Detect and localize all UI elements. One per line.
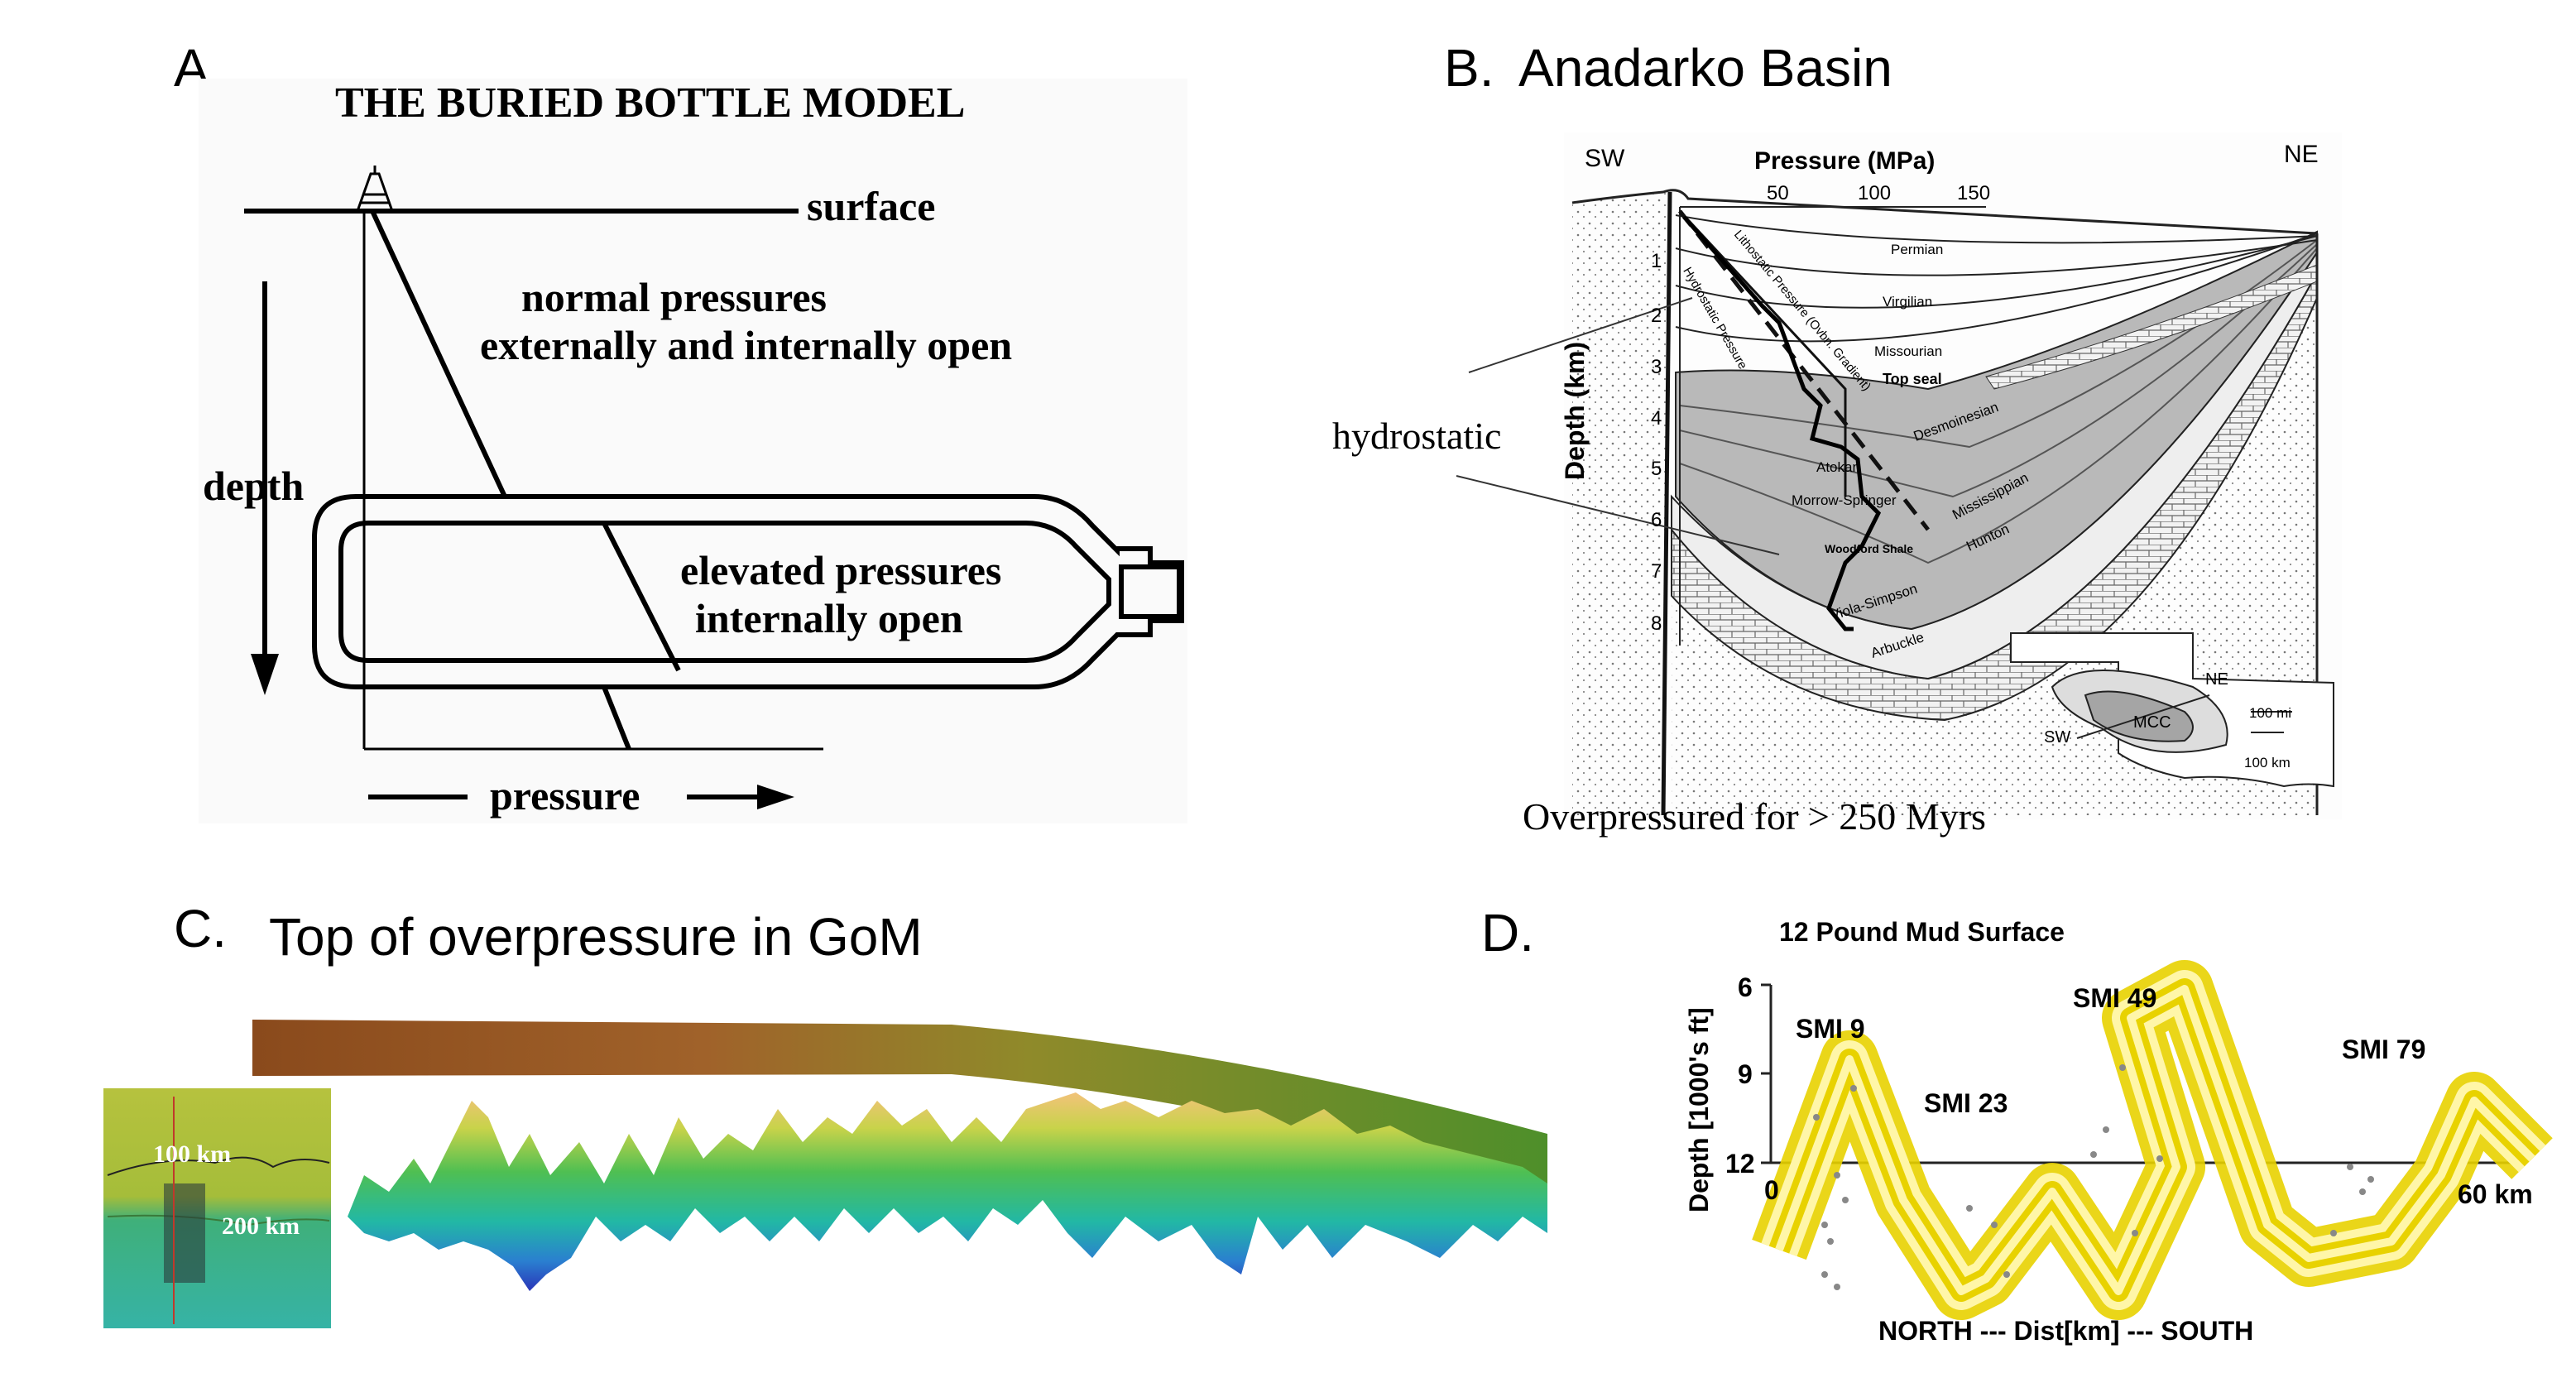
sw-label: SW xyxy=(1585,145,1625,172)
overpressure-top-slab xyxy=(252,1020,1547,1196)
elevated-pressures-label-line1: elevated pressures xyxy=(680,547,1002,593)
inset-scale-mi: 100 mi xyxy=(2249,705,2292,721)
inset-map xyxy=(2010,632,2334,788)
panel-c-title: Top of overpressure in GoM xyxy=(269,907,923,967)
hydrostatic-curve xyxy=(1678,209,1847,497)
deep-pressure-line xyxy=(602,685,631,751)
normal-pressures-label-line2: externally and internally open xyxy=(480,322,1013,368)
unit-morrow-springer: Morrow-Springer xyxy=(1792,492,1897,508)
pressure-tick-100: 100 xyxy=(1858,182,1892,204)
depth-tick-5: 5 xyxy=(1651,458,1662,480)
x-tick-0: 0 xyxy=(1764,1175,1779,1205)
panel-d-letter: D. xyxy=(1481,903,1534,963)
depth-tick-4: 4 xyxy=(1651,407,1662,430)
unit-permian: Permian xyxy=(1891,242,1944,257)
fault-line xyxy=(1661,191,1672,816)
x-axis-label: NORTH --- Dist[km] --- SOUTH xyxy=(1878,1316,2254,1346)
well-label-smi49: SMI 49 xyxy=(2073,983,2157,1013)
normal-pressure-line xyxy=(370,209,507,498)
panel-c-letter: C. xyxy=(174,899,227,958)
pressure-arrow-head-icon xyxy=(757,785,794,809)
y-tick-9: 9 xyxy=(1738,1059,1753,1089)
inset-mcc-label: MCC xyxy=(2133,713,2171,732)
depth-tick-2: 2 xyxy=(1651,305,1662,327)
x-tick-60km: 60 km xyxy=(2458,1179,2533,1209)
surface-label: surface xyxy=(807,183,936,229)
elevated-pressures-label-line2: internally open xyxy=(695,595,963,641)
unit-virgilian: Virgilian xyxy=(1883,294,1933,310)
panel-b-title: Anadarko Basin xyxy=(1518,38,1892,98)
well-label-smi9: SMI 9 xyxy=(1796,1014,1865,1044)
bottle-outer xyxy=(312,494,1184,689)
inset-200km-label: 200 km xyxy=(222,1212,300,1240)
panel-d-title: 12 Pound Mud Surface xyxy=(1779,917,2065,947)
overpressure-surface xyxy=(348,1092,1547,1291)
elevated-pressure-line xyxy=(602,521,681,672)
depth-label: depth xyxy=(203,463,305,509)
mud-surface-band xyxy=(1752,960,2553,1320)
derrick-icon xyxy=(355,166,395,213)
depth-tick-3: 3 xyxy=(1651,356,1662,378)
depth-tick-7: 7 xyxy=(1651,560,1662,583)
unit-missourian: Missourian xyxy=(1874,343,1943,359)
pressure-label: pressure xyxy=(490,772,640,819)
y-axis-label: Depth [1000's ft] xyxy=(1684,1007,1714,1212)
basement-left xyxy=(1572,192,1667,815)
depth-arrow-head-icon xyxy=(251,654,279,695)
inset-sw-label: SW xyxy=(2044,728,2071,747)
hydrostatic-label: hydrostatic xyxy=(1332,415,1502,457)
pressure-tick-50: 50 xyxy=(1767,182,1789,204)
observed-pressure-curve xyxy=(1682,215,1882,631)
normal-pressures-label-line1: normal pressures xyxy=(521,274,827,320)
gom-inset-map xyxy=(103,1088,331,1328)
unit-atokan: Atokan xyxy=(1816,459,1860,475)
hydrostatic-pointer-1 xyxy=(1468,297,1693,373)
data-points xyxy=(1813,1064,2374,1290)
bottle-cap xyxy=(1119,564,1182,619)
depth-tick-6: 6 xyxy=(1651,509,1662,531)
depth-tick-1: 1 xyxy=(1651,250,1662,272)
inset-ne-label: NE xyxy=(2205,670,2228,689)
depth-tick-8: 8 xyxy=(1651,612,1662,635)
pressure-axis-title: Pressure (MPa) xyxy=(1754,147,1936,175)
pressure-tick-150: 150 xyxy=(1957,182,1991,204)
inset-scale-km: 100 km xyxy=(2244,755,2291,771)
unit-top-seal: Top seal xyxy=(1883,371,1942,387)
well-label-smi23: SMI 23 xyxy=(1924,1088,2008,1118)
panel-b-letter: B. xyxy=(1444,38,1494,98)
well-label-smi79: SMI 79 xyxy=(2342,1035,2426,1064)
y-tick-6: 6 xyxy=(1738,972,1753,1002)
hydrostatic-pointer-2 xyxy=(1456,475,1780,555)
panel-a-title: THE BURIED BOTTLE MODEL xyxy=(335,79,966,127)
inset-100km-label: 100 km xyxy=(153,1140,232,1168)
unit-woodford-shale: Woodford Shale xyxy=(1825,542,1914,555)
lithostatic-curve xyxy=(1678,209,1930,531)
bottle-inner xyxy=(338,521,1111,663)
panel-b-caption: Overpressured for > 250 Myrs xyxy=(1523,795,1986,838)
y-tick-12: 12 xyxy=(1725,1149,1755,1179)
ne-label: NE xyxy=(2284,141,2319,168)
